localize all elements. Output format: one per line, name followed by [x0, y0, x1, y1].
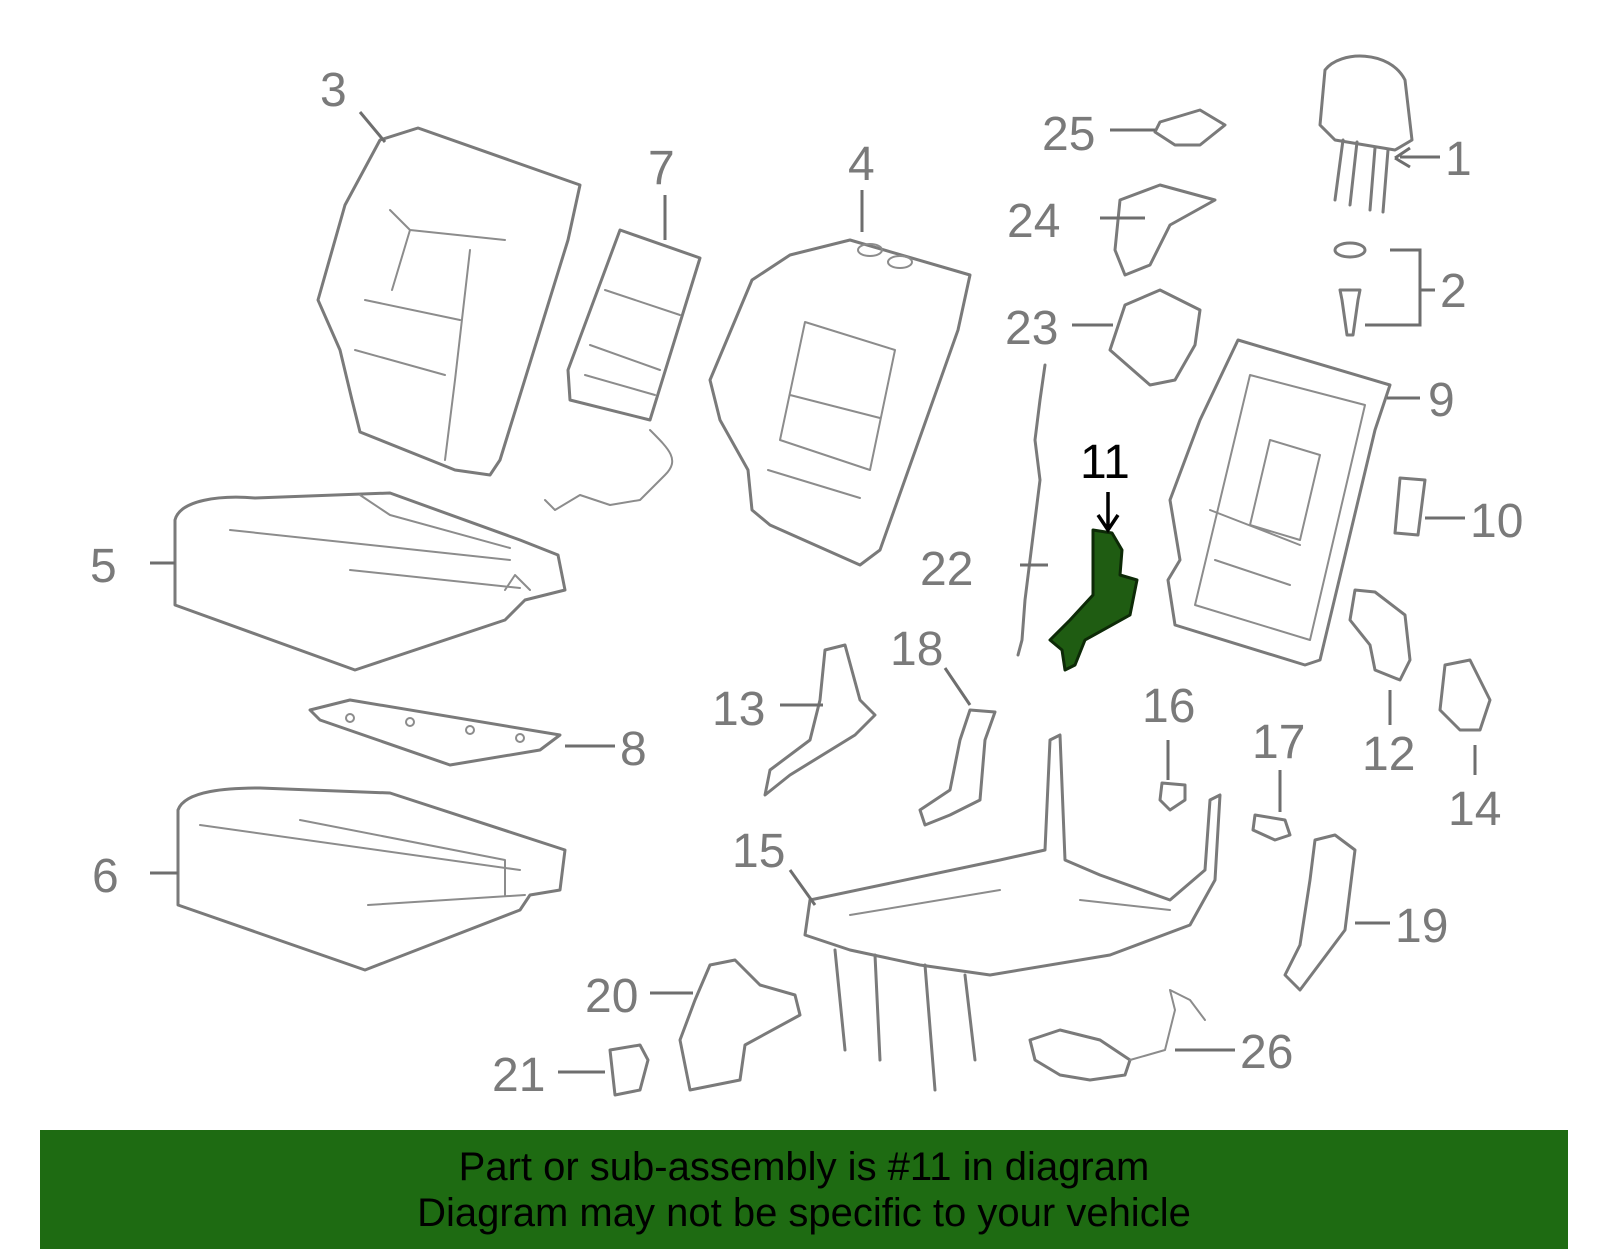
part-18-trim — [918, 708, 997, 827]
callout-9: 9 — [1428, 374, 1455, 427]
part-11-highlighted — [1048, 528, 1139, 672]
part-4-seatback-foam — [708, 238, 972, 567]
part-9-seatback-frame — [1166, 338, 1392, 667]
part-16-bolt — [1158, 781, 1187, 812]
callout-10: 10 — [1470, 495, 1523, 548]
part-5-cushion-cover — [173, 491, 567, 672]
part-2-headrest-guide — [1333, 241, 1367, 337]
part-13-trim — [763, 643, 877, 797]
callout-12: 12 — [1362, 728, 1415, 781]
callout-22: 22 — [920, 543, 973, 596]
callout-lines — [150, 111, 1477, 1074]
callout-20: 20 — [585, 970, 638, 1023]
part-19-trim — [1283, 833, 1357, 992]
callout-11-arrow — [1096, 492, 1120, 534]
part-24-bezel — [1113, 183, 1217, 277]
callout-13: 13 — [712, 683, 765, 736]
info-banner: Part or sub-assembly is #11 in diagram D… — [40, 1130, 1568, 1249]
part-3-seatback-cover — [316, 126, 582, 477]
callout-26: 26 — [1240, 1026, 1293, 1079]
part-6-cushion-foam — [176, 786, 567, 972]
callout-15: 15 — [732, 825, 785, 878]
callout-23: 23 — [1005, 302, 1058, 355]
part-20-cover — [678, 958, 802, 1092]
callout-3: 3 — [320, 64, 347, 117]
callout-7: 7 — [648, 142, 675, 195]
part-14-cover — [1438, 658, 1492, 732]
part-25-trim-cover — [1153, 108, 1227, 147]
callout-6: 6 — [92, 850, 119, 903]
part-21-cap — [608, 1043, 650, 1097]
callout-21: 21 — [492, 1049, 545, 1102]
part-26-harness — [1028, 989, 1206, 1082]
part-12-bracket — [1348, 588, 1412, 682]
banner-line-part: Part or sub-assembly is #11 in diagram — [458, 1145, 1150, 1189]
part-10-clip — [1393, 476, 1427, 537]
part-22-cable — [1016, 363, 1047, 657]
callout-11: 11 — [1080, 436, 1130, 489]
callout-2: 2 — [1440, 265, 1467, 318]
callout-25: 25 — [1042, 108, 1095, 161]
callout-5: 5 — [90, 540, 117, 593]
part-15-cushion-frame — [803, 733, 1222, 1092]
callout-17: 17 — [1252, 716, 1305, 769]
callout-16: 16 — [1142, 680, 1195, 733]
callout-14: 14 — [1448, 783, 1501, 836]
part-8-cushion-pad — [308, 698, 562, 767]
callout-19: 19 — [1395, 900, 1448, 953]
callout-18: 18 — [890, 623, 943, 676]
banner-line-disclaimer: Diagram may not be specific to your vehi… — [417, 1191, 1191, 1235]
part-17-bolt — [1251, 813, 1292, 842]
callout-8: 8 — [620, 723, 647, 776]
part-1-headrest — [1318, 54, 1414, 214]
callout-24: 24 — [1007, 195, 1060, 248]
callout-1: 1 — [1445, 133, 1472, 186]
callout-4: 4 — [848, 138, 875, 191]
part-7-heater-pad — [544, 228, 702, 511]
part-23-cover — [1108, 288, 1202, 387]
